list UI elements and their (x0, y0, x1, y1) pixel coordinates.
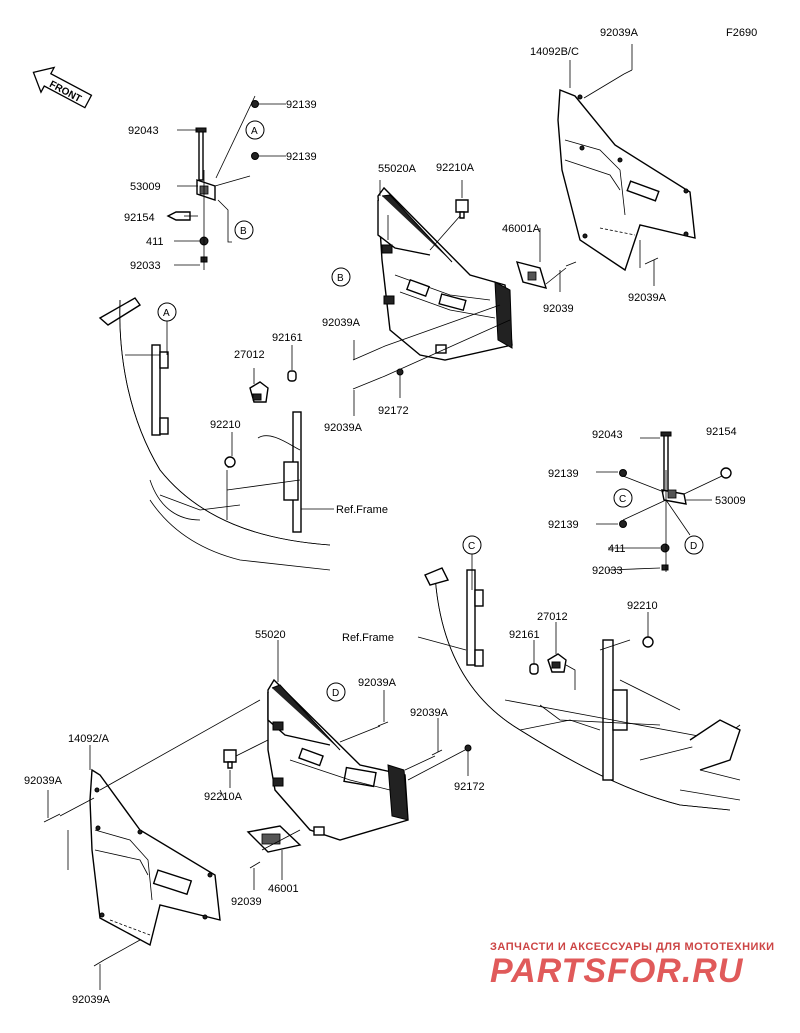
door-panel-top (377, 180, 513, 361)
part-label-92039A-t1: 92039A (322, 317, 361, 329)
part-label-46001A: 46001A (502, 223, 541, 235)
callout-d-right: D (684, 535, 704, 555)
svg-text:C: C (619, 494, 626, 505)
svg-text:B: B (337, 273, 344, 284)
part-label-92172-bot: 92172 (454, 781, 485, 793)
part-label-92033-b: 92033 (592, 565, 623, 577)
callout-b-door: B (331, 267, 351, 287)
hardware-top-door (352, 180, 577, 416)
part-label-92139-c: 92139 (548, 468, 579, 480)
callout-b-top: B (234, 220, 254, 240)
part-label-92139-b: 92139 (286, 151, 317, 163)
hardware-top-mid (224, 345, 297, 468)
part-label-92210-bot: 92210 (627, 600, 658, 612)
callout-c-right: C (613, 488, 633, 508)
part-label-92039A-bottom: 92039A (72, 994, 111, 1006)
svg-text:B: B (240, 226, 247, 237)
svg-text:A: A (163, 308, 170, 319)
part-label-92161-bot: 92161 (509, 629, 540, 641)
part-label-14092A: 14092/A (68, 733, 110, 745)
side-panel-top-right (557, 44, 696, 286)
figure-code: F2690 (726, 27, 757, 39)
callout-d-door: D (326, 682, 346, 702)
svg-text:D: D (690, 541, 697, 552)
part-label-411-a: 411 (146, 236, 164, 248)
callout-c-frame: C (462, 535, 482, 590)
hardware-bottom-right (529, 612, 654, 690)
part-label-92139-a: 92139 (286, 99, 317, 111)
callout-a-frame: A (157, 302, 177, 355)
part-label-92139-d: 92139 (548, 519, 579, 531)
front-arrow-icon: FRONT (32, 66, 93, 109)
part-label-92154-a: 92154 (124, 212, 155, 224)
part-label-92039A-b1: 92039A (358, 677, 397, 689)
ref-frame-label-bottom: Ref.Frame (342, 632, 394, 644)
svg-text:A: A (251, 126, 258, 137)
part-label-27012-top: 27012 (234, 349, 265, 361)
watermark-brand: PARTSFOR.RU (490, 952, 744, 990)
part-label-55020A: 55020A (378, 163, 417, 175)
part-label-92039A-left: 92039A (24, 775, 63, 787)
part-label-27012-bot: 27012 (537, 611, 568, 623)
part-label-92161-top: 92161 (272, 332, 303, 344)
part-label-92039A-b2: 92039A (410, 707, 449, 719)
part-label-92172-top: 92172 (378, 405, 409, 417)
part-label-92210-top: 92210 (210, 419, 241, 431)
side-panel-bottom-left (43, 699, 261, 990)
callout-a-top: A (245, 120, 265, 140)
door-panel-bottom (267, 640, 409, 841)
part-label-92039A-tr2: 92039A (628, 292, 667, 304)
hardware-bottom-door (223, 690, 472, 890)
part-label-92210A-top: 92210A (436, 162, 475, 174)
svg-text:C: C (468, 541, 475, 552)
part-label-92033-a: 92033 (130, 260, 161, 272)
frame-left-section (98, 297, 331, 571)
part-label-92039-bot: 92039 (231, 896, 262, 908)
bracket-hardware-right (596, 431, 732, 572)
part-label-92043-b: 92043 (592, 429, 623, 441)
part-label-14092BC: 14092B/C (530, 46, 579, 58)
part-label-92039-top: 92039 (543, 303, 574, 315)
part-label-53009-b: 53009 (715, 495, 746, 507)
part-label-92039A-t2: 92039A (324, 422, 363, 434)
frame-right-section (424, 567, 741, 811)
part-label-92154-b: 92154 (706, 426, 737, 438)
part-label-53009-a: 53009 (130, 181, 161, 193)
watermark-tagline: ЗАПЧАСТИ И АКСЕССУАРЫ ДЛЯ МОТОТЕХНИКИ (490, 941, 775, 953)
part-label-55020: 55020 (255, 629, 286, 641)
part-label-411-b: 411 (608, 543, 626, 555)
part-label-46001: 46001 (268, 883, 299, 895)
bracket-hardware-left (166, 95, 286, 270)
part-label-92043-a: 92043 (128, 125, 159, 137)
part-label-92039A-tr1: 92039A (600, 27, 639, 39)
svg-text:D: D (332, 688, 339, 699)
ref-frame-label-top: Ref.Frame (336, 504, 388, 516)
